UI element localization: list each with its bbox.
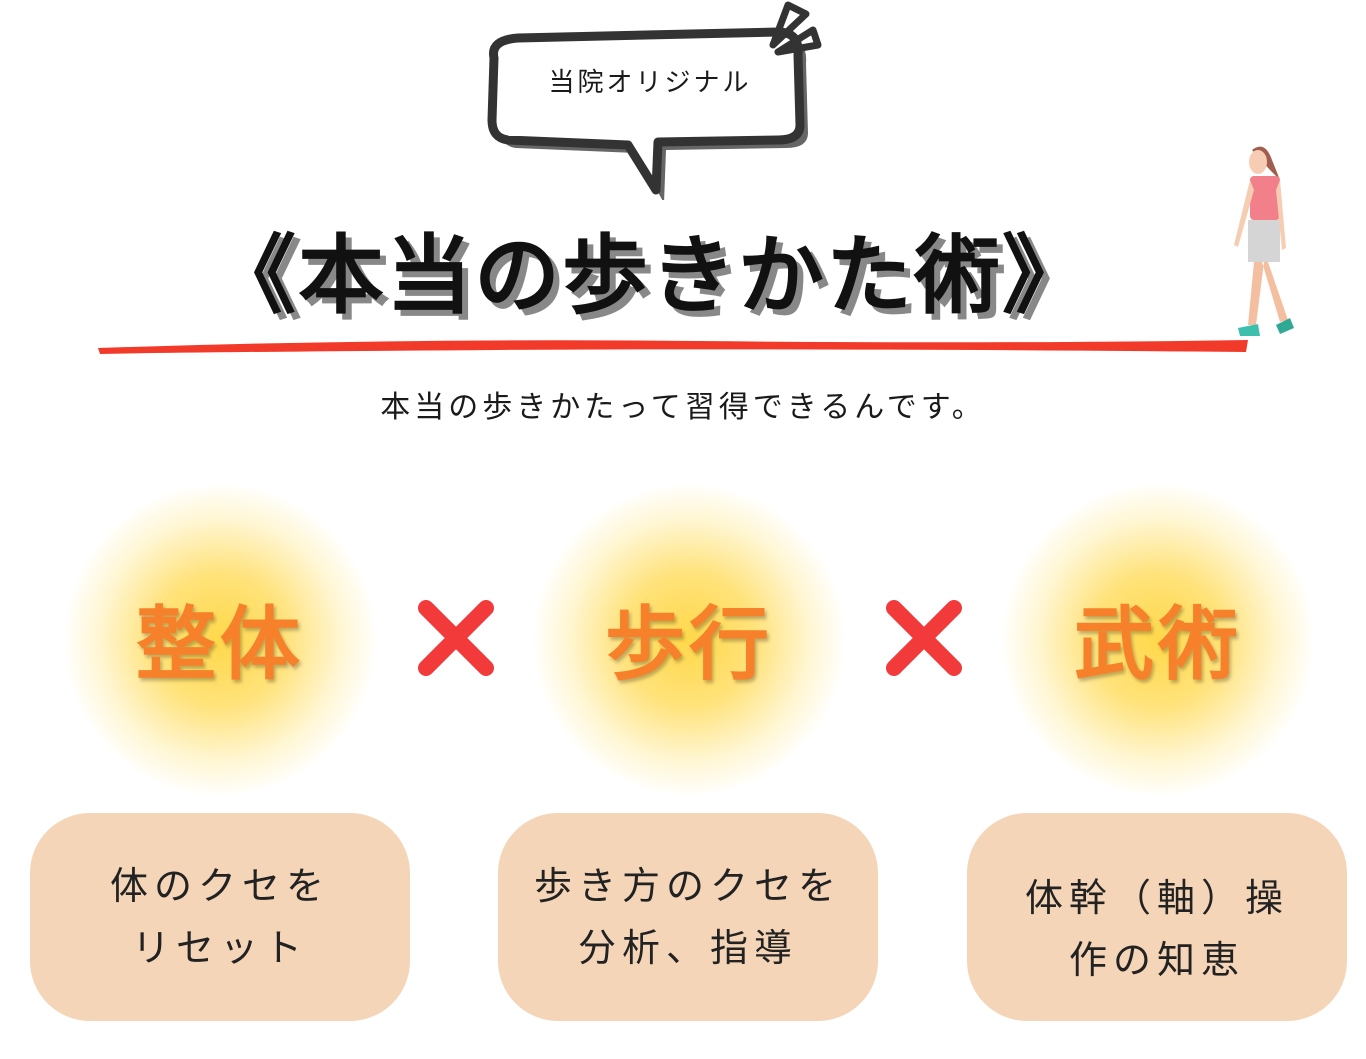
- pillar-line: リセット: [131, 926, 308, 970]
- glow-circle: [1003, 485, 1313, 795]
- pillar-box-seitai: 体のクセをリセット: [30, 813, 410, 1021]
- pillar-word-seitai: 整体: [136, 598, 304, 691]
- pillar-box-bujutsu: 体幹（軸）操作の知恵: [967, 813, 1347, 1021]
- pillar-word-hokou: 歩行: [605, 598, 773, 691]
- walking-woman-illustration: [1234, 146, 1294, 336]
- pillar-line: 体幹（軸）操: [1024, 876, 1289, 920]
- pillar-box-hokou: 歩き方のクセを分析、指導: [498, 813, 878, 1021]
- badge-text: 当院オリジナル: [548, 68, 752, 98]
- pillar-line: 体のクセを: [109, 864, 330, 908]
- glow-circle: [534, 485, 844, 795]
- pillar-line: 作の知恵: [1068, 938, 1245, 982]
- pillar-line: 歩き方のクセを: [533, 864, 842, 908]
- red-underline: [98, 340, 1248, 354]
- cross-icon: [418, 600, 494, 676]
- pillar-line: 分析、指導: [577, 926, 798, 970]
- pillar-word-bujutsu: 武術: [1074, 598, 1242, 691]
- page-title: 《本当の歩きかた術》: [210, 226, 1090, 326]
- cross-icon: [886, 600, 962, 676]
- glow-circle: [65, 485, 375, 795]
- subtitle: 本当の歩きかたって習得できるんです。: [380, 390, 986, 425]
- speech-bubble-icon: [487, 1, 822, 200]
